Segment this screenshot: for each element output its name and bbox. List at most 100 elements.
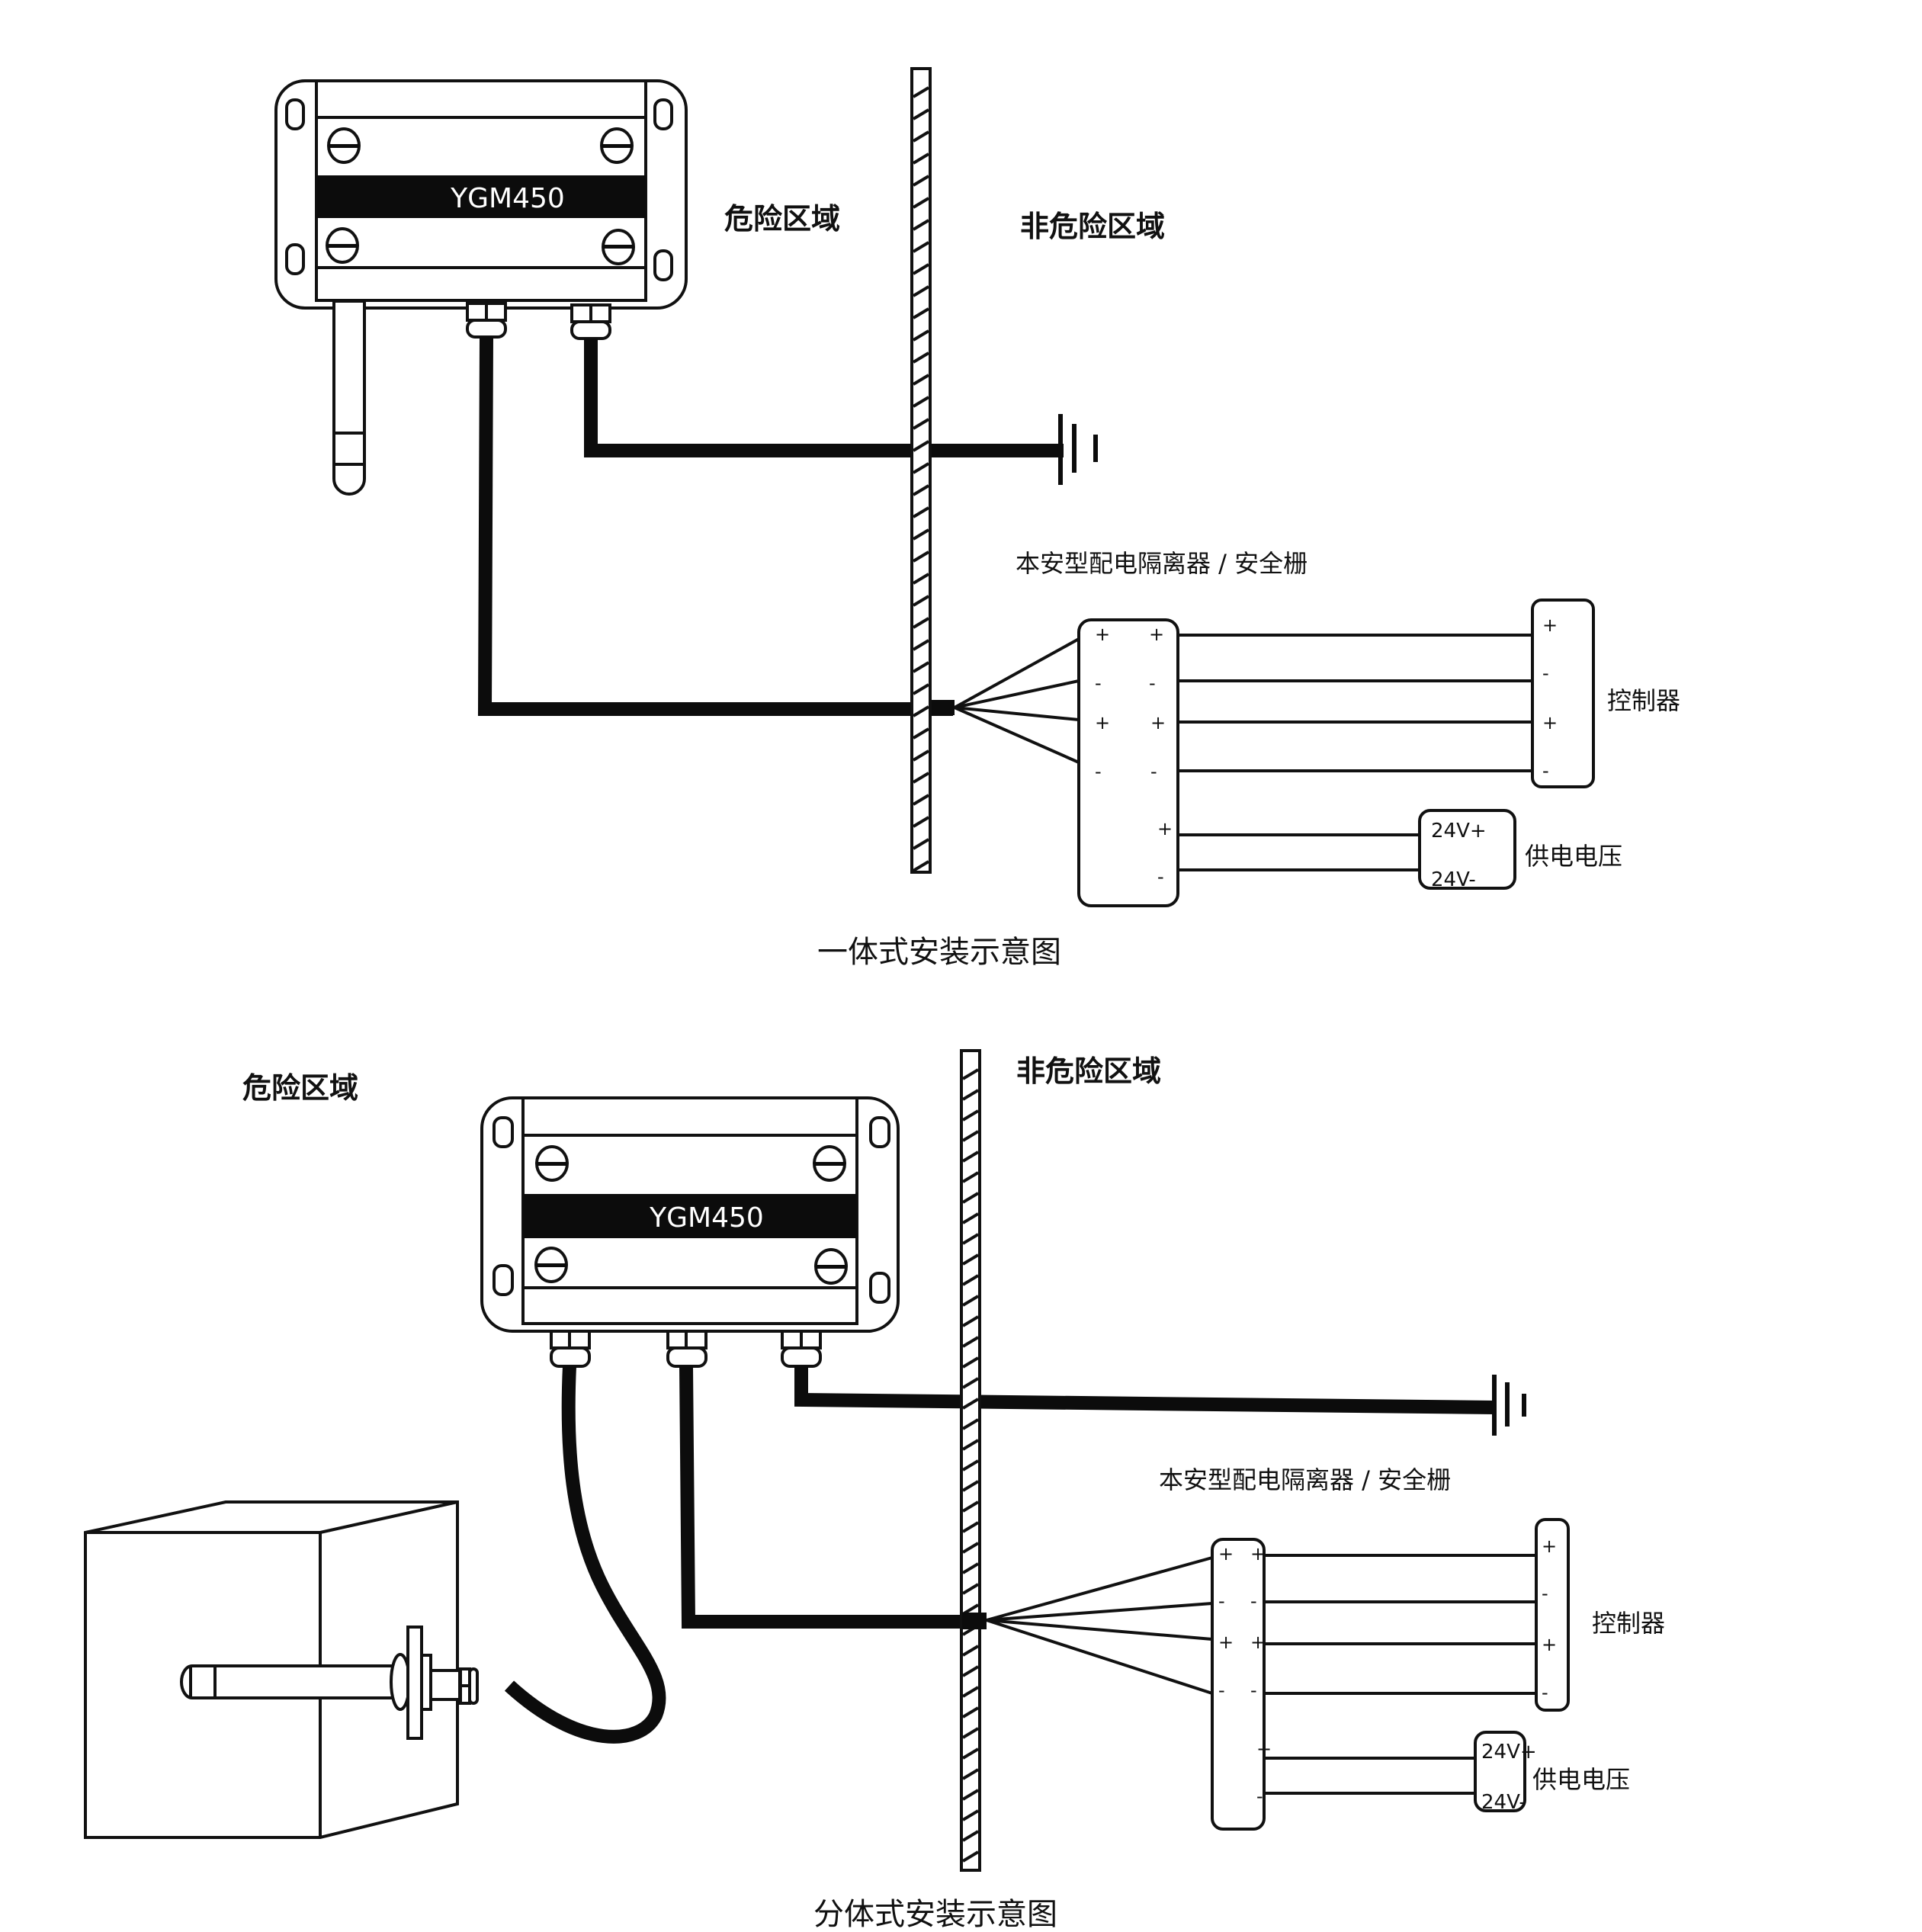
wall-hatch bbox=[961, 1542, 980, 1554]
wall-hatch bbox=[961, 1068, 980, 1080]
barrier-pin-in: - bbox=[1095, 672, 1102, 694]
wall-hatch bbox=[961, 1480, 980, 1492]
cable-gland bbox=[781, 1330, 822, 1368]
wall-hatch bbox=[961, 1171, 980, 1183]
controller-label: 控制器 bbox=[1607, 686, 1680, 715]
controller-box bbox=[1531, 599, 1595, 788]
wall-hatch bbox=[961, 1212, 980, 1224]
controller-pin: - bbox=[1542, 663, 1549, 684]
barrier-label: 本安型配电隔离器 / 安全栅 bbox=[1016, 549, 1308, 578]
mount-slot bbox=[285, 243, 305, 275]
wall-hatch bbox=[912, 197, 930, 209]
wall-hatch bbox=[912, 816, 930, 828]
cable-gland bbox=[550, 1330, 591, 1368]
power-pin: 24V+ bbox=[1481, 1741, 1537, 1764]
screw-icon bbox=[813, 1145, 846, 1182]
transmitter-housing: YGM450 bbox=[480, 1096, 900, 1333]
barrier-power-pin: + bbox=[1256, 1738, 1272, 1760]
wall-hatch bbox=[912, 263, 930, 275]
wall-hatch bbox=[912, 440, 930, 452]
wall-hatch bbox=[961, 1850, 980, 1863]
wall-hatch bbox=[961, 1727, 980, 1739]
barrier-power-pin: + bbox=[1157, 818, 1173, 839]
wall-hatch bbox=[961, 1130, 980, 1142]
barrier-power-pin: - bbox=[1157, 866, 1164, 887]
wall-hatch bbox=[961, 1789, 980, 1801]
safe-zone-label: 非危险区域 bbox=[1020, 210, 1165, 243]
cable-connector bbox=[932, 700, 955, 715]
power-label: 供电电压 bbox=[1525, 842, 1622, 871]
model-label: YGM450 bbox=[649, 1202, 764, 1234]
ground-cable bbox=[794, 1366, 1495, 1414]
screw-icon bbox=[814, 1248, 848, 1285]
wall-hatch bbox=[912, 396, 930, 408]
controller-box bbox=[1535, 1518, 1570, 1712]
wall-hatch bbox=[912, 617, 930, 629]
split-diagram: 危险区域 非危险区域 YGM450 bbox=[84, 1049, 1665, 1932]
wall-hatch bbox=[912, 108, 930, 120]
integrated-diagram: YGM450 bbox=[274, 67, 1680, 970]
barrier-pin-in: + bbox=[1218, 1543, 1234, 1565]
screw-icon bbox=[535, 1145, 569, 1182]
wall-hatch bbox=[912, 595, 930, 607]
power-pin: 24V+ bbox=[1431, 820, 1487, 842]
barrier-pin-in: + bbox=[1218, 1632, 1234, 1653]
barrier-pin-in: + bbox=[1095, 624, 1110, 645]
wall-hatch bbox=[961, 1768, 980, 1780]
wall-hatch bbox=[912, 573, 930, 585]
barrier-power-pin: - bbox=[1256, 1786, 1263, 1807]
remote-probe bbox=[180, 1626, 479, 1740]
wall-hatch bbox=[912, 175, 930, 187]
wall-hatch bbox=[912, 661, 930, 673]
wall-hatch bbox=[961, 1521, 980, 1533]
cable-gland bbox=[570, 303, 611, 340]
cable-gland bbox=[466, 302, 507, 339]
screw-icon bbox=[534, 1247, 568, 1283]
controller-pin: + bbox=[1542, 712, 1558, 733]
wall-hatch bbox=[961, 1253, 980, 1266]
wall-hatch bbox=[961, 1315, 980, 1327]
wall-hatch bbox=[961, 1830, 980, 1842]
wall-hatch bbox=[961, 1398, 980, 1410]
wire-fanout bbox=[986, 1556, 1213, 1695]
wall-hatch bbox=[912, 838, 930, 850]
wall-hatch bbox=[961, 1109, 980, 1122]
barrier-pin-in: - bbox=[1095, 761, 1102, 782]
power-wires bbox=[1264, 1757, 1475, 1795]
wall-hatch bbox=[912, 772, 930, 784]
hazardous-zone-label: 危险区域 bbox=[242, 1071, 358, 1105]
wall-hatch bbox=[961, 1747, 980, 1760]
wall-hatch bbox=[961, 1459, 980, 1471]
barrier-pin-out: + bbox=[1250, 1632, 1266, 1653]
barrier-pin-out: + bbox=[1149, 624, 1164, 645]
transmitter-housing: YGM450 bbox=[274, 79, 688, 310]
model-label: YGM450 bbox=[450, 183, 565, 214]
hazardous-zone-label: 危险区域 bbox=[724, 202, 840, 236]
screw-icon bbox=[602, 229, 635, 265]
wall-hatch bbox=[961, 1377, 980, 1389]
mount-slot bbox=[869, 1272, 890, 1304]
power-supply-box bbox=[1474, 1731, 1526, 1812]
wall-hatch bbox=[961, 1336, 980, 1348]
wall-hatch bbox=[961, 1418, 980, 1430]
wall-hatch bbox=[912, 794, 930, 806]
wall-hatch bbox=[912, 152, 930, 165]
controller-label: 控制器 bbox=[1592, 1609, 1665, 1638]
screw-icon bbox=[600, 127, 634, 164]
wall-hatch bbox=[961, 1192, 980, 1204]
wall-hatch bbox=[961, 1706, 980, 1719]
signal-cable bbox=[679, 1366, 962, 1629]
screw-icon bbox=[326, 227, 359, 264]
wall-hatch bbox=[912, 749, 930, 762]
controller-pin: - bbox=[1542, 1682, 1548, 1703]
wall-hatch bbox=[961, 1151, 980, 1163]
controller-pin: - bbox=[1542, 1583, 1548, 1604]
wall-hatch bbox=[961, 1500, 980, 1513]
wall-hatch bbox=[912, 462, 930, 474]
wall-hatch bbox=[912, 506, 930, 518]
wall-hatch bbox=[961, 1665, 980, 1677]
mount-slot bbox=[493, 1264, 514, 1296]
wall-hatch bbox=[912, 484, 930, 496]
barrier-pin-out: - bbox=[1250, 1680, 1257, 1701]
